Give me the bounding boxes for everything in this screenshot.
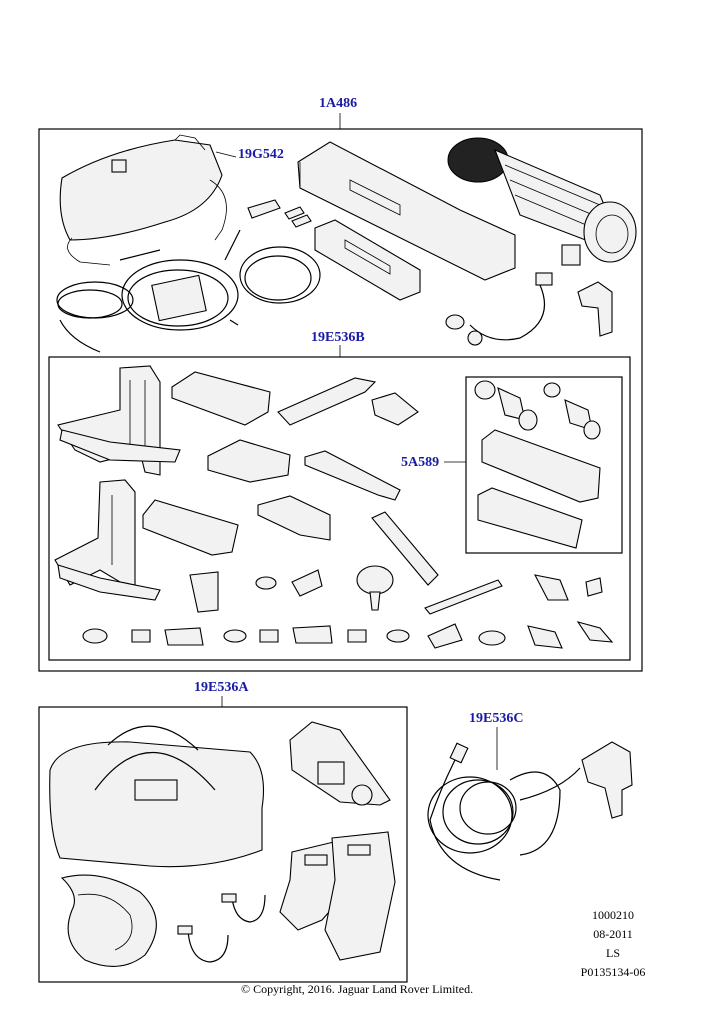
fasteners [82,565,614,649]
callout-remote-control[interactable]: 19E536C [469,711,524,726]
callout-accessory-bag[interactable]: 19E536A [194,680,249,695]
accessory-bag-frame [38,706,408,983]
winch [447,137,637,266]
fitting-strip-mid [304,450,401,501]
fitting-bar [424,579,503,615]
reference-illustration: P0135134-06 [580,965,646,979]
cover-leader [215,151,237,158]
reference-date: 08-2011 [593,927,633,941]
reference-code: LS [605,946,620,960]
fitting-plate-lower [142,499,239,556]
callout-fitting-kit[interactable]: 19E536B [311,330,365,345]
kit-frame [38,128,643,672]
remote-control [427,741,633,881]
winch-accessory-bag [49,725,265,868]
fitting-kit-frame [48,356,631,661]
recovery-strap [60,874,157,967]
bracket-kit-frame [465,376,623,554]
reference-number: 1000210 [592,908,634,922]
d-shackles [177,893,266,963]
fitting-bracket-mid-lower [257,495,331,541]
callout-bracket-kit[interactable]: 5A589 [401,455,440,470]
winch-mount-frame [297,141,516,301]
battery-leads [224,199,312,261]
gloves [279,831,396,961]
callout-kit[interactable]: 1A486 [319,96,358,111]
fitting-bracket-left-lower [54,479,161,601]
mounting-plate [577,281,613,337]
fitting-plate-mid [207,439,291,483]
pulley-block [289,721,391,806]
fitting-plate-upper [171,371,271,426]
bracket-kit-parts [474,380,601,549]
fitting-arm [371,511,439,586]
wiring-harness [56,246,321,353]
copyright-notice: © Copyright, 2016. Jaguar Land Rover Lim… [241,982,474,996]
control-plug [445,272,553,346]
fitting-bracket-left-upper [57,365,181,476]
callout-cover[interactable]: 19G542 [238,147,284,162]
fitting-clip [371,392,419,426]
winch-cover [59,134,227,266]
fitting-strip-upper [277,377,377,426]
